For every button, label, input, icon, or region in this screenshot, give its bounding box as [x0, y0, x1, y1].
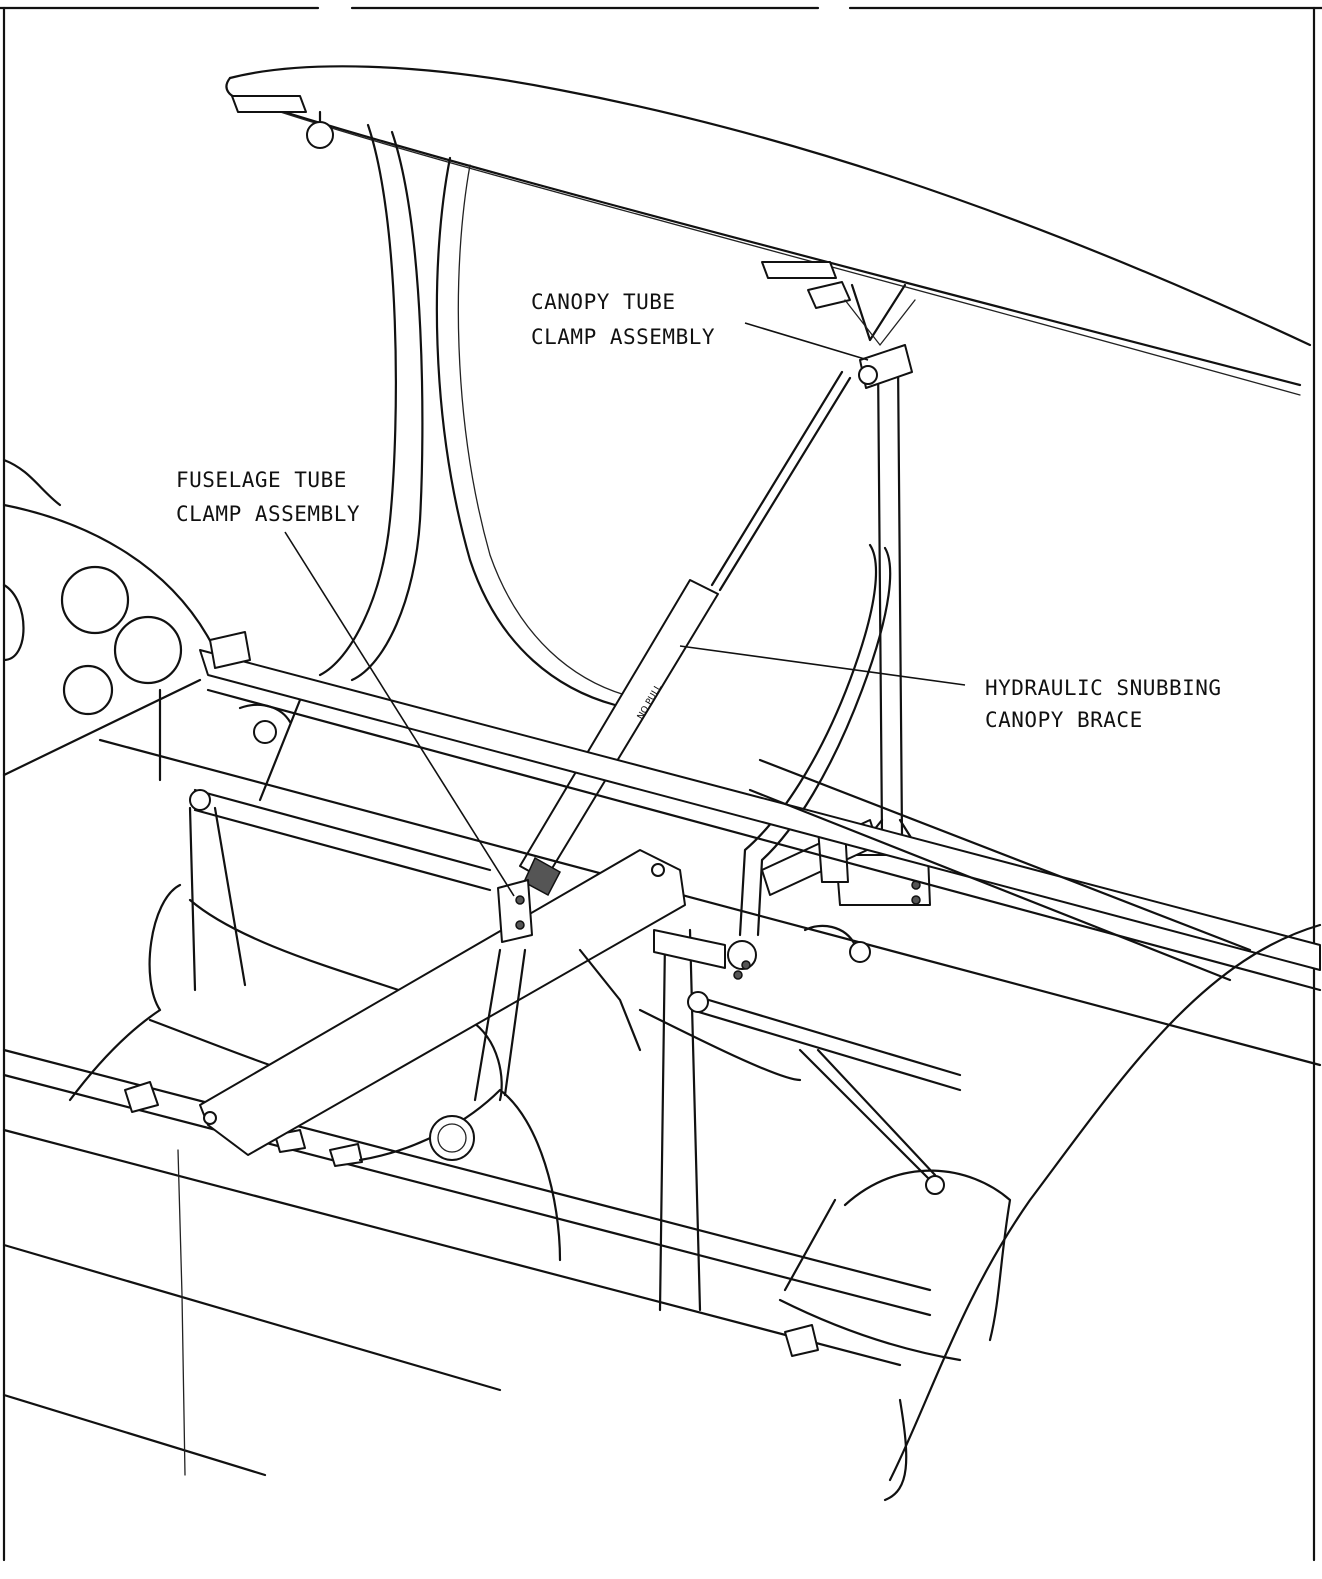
hydraulic-brace-leader — [679, 645, 966, 686]
fuselage-clamp-label-line2: CLAMP ASSEMBLY — [176, 502, 360, 526]
canopy-clamp-leader — [744, 322, 869, 361]
callout-labels: CANOPY TUBE CLAMP ASSEMBLY FUSELAGE TUBE… — [176, 290, 1222, 732]
canopy-clamp-label-line2: CLAMP ASSEMBLY — [531, 325, 715, 349]
fuselage-clamp-leader — [284, 531, 515, 897]
canopy-clamp-label-line1: CANOPY TUBE — [531, 290, 676, 314]
fuselage-clamp-label-line1: FUSELAGE TUBE — [176, 468, 347, 492]
canopy — [225, 65, 1312, 707]
hydraulic-brace-label-line1: HYDRAULIC SNUBBING — [985, 676, 1222, 700]
page-frame — [0, 6, 1322, 1562]
leader-lines — [284, 322, 966, 897]
hydraulic-brace-label-line2: CANOPY BRACE — [985, 708, 1143, 732]
fuselage — [2, 458, 1322, 1502]
